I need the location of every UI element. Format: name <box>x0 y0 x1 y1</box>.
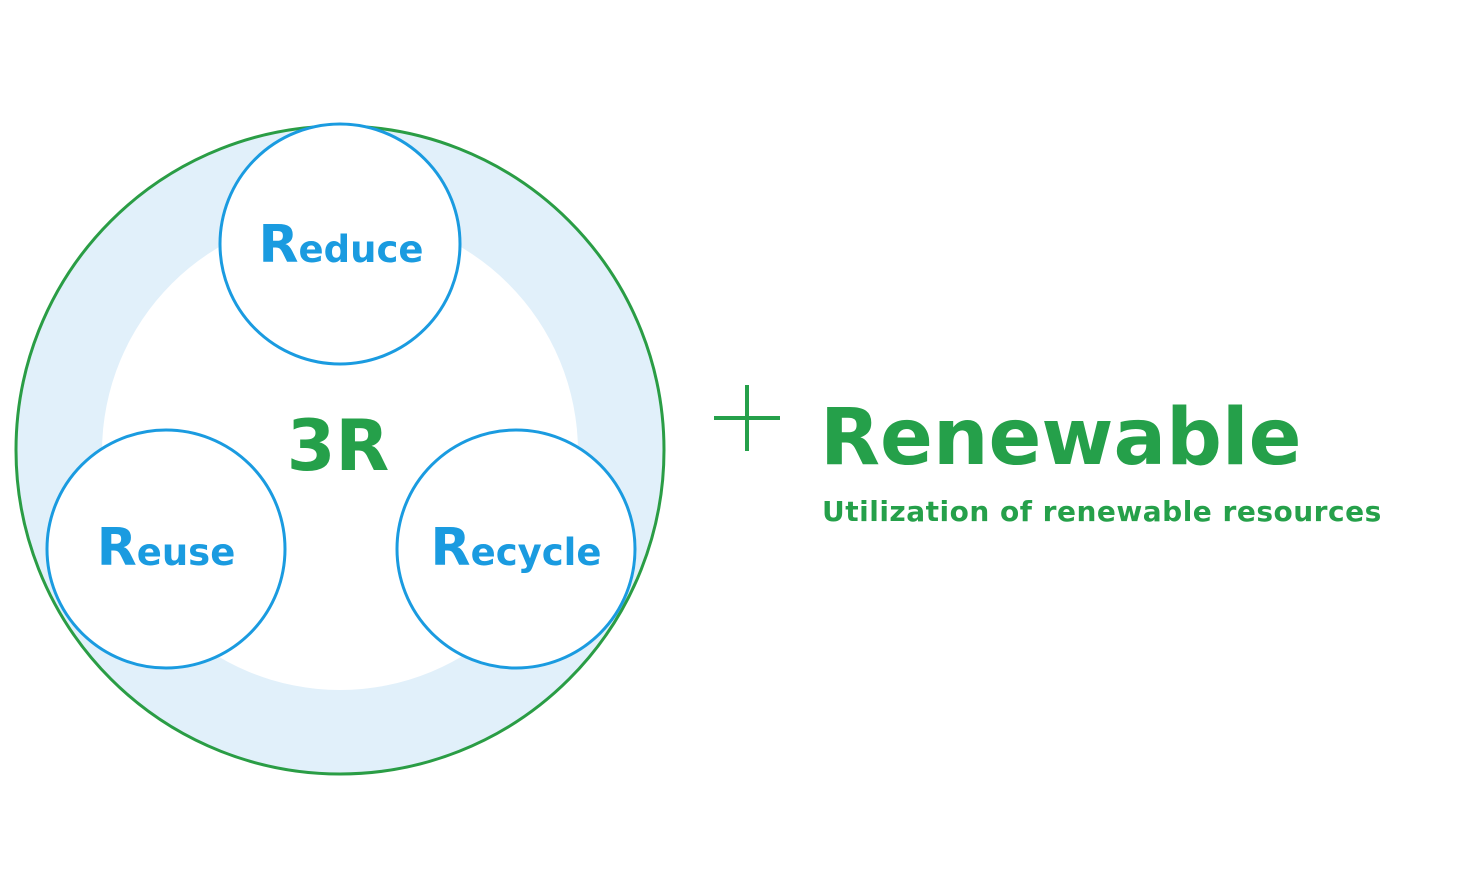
center-3r-label: 3R <box>287 405 390 487</box>
reduce-circle: Reduce <box>218 122 462 366</box>
reduce-rest: educe <box>299 228 424 271</box>
renewable-subtitle: Utilization of renewable resources <box>822 495 1382 528</box>
plus-icon-vertical <box>745 385 749 451</box>
reduce-label: Reduce <box>259 215 424 275</box>
recycle-circle: Recycle <box>395 428 637 670</box>
recycle-label: Recycle <box>431 518 602 578</box>
plus-icon <box>714 385 780 451</box>
reuse-circle: Reuse <box>45 428 287 670</box>
reuse-label: Reuse <box>97 518 236 578</box>
reuse-initial: R <box>97 518 137 578</box>
recycle-rest: ecycle <box>471 531 602 574</box>
reduce-initial: R <box>259 215 299 275</box>
renewable-title: Renewable <box>820 393 1302 483</box>
reuse-rest: euse <box>137 531 236 574</box>
recycle-circle-shape <box>395 428 637 670</box>
reduce-circle-shape <box>218 122 462 366</box>
reuse-circle-shape <box>45 428 287 670</box>
recycle-initial: R <box>431 518 471 578</box>
